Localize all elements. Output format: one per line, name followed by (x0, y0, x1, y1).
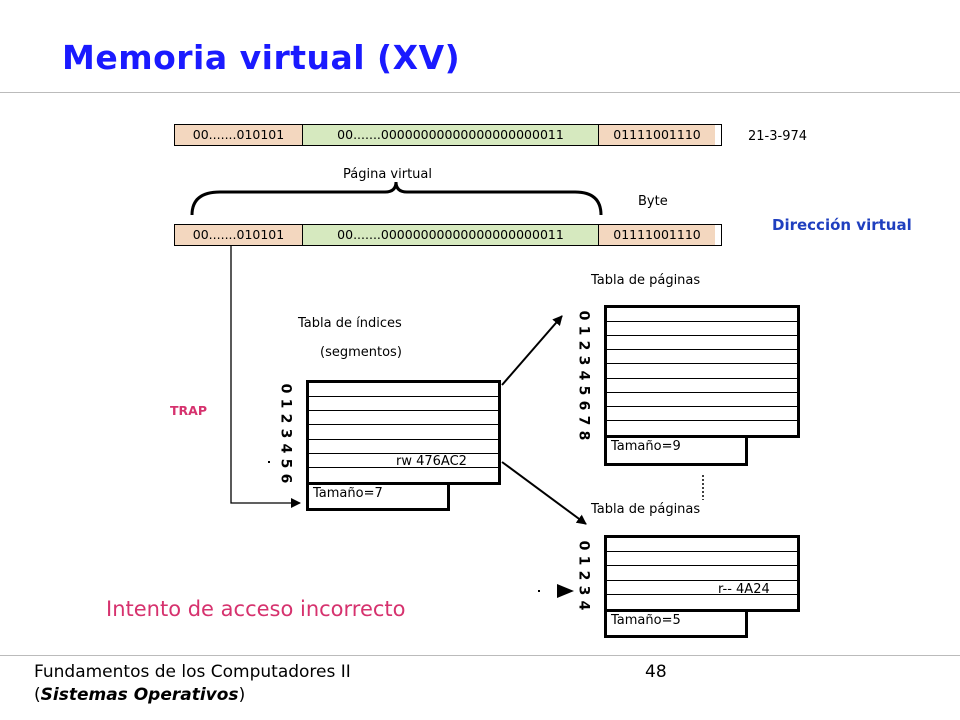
table-row (309, 383, 498, 398)
label-segmentos: (segmentos) (320, 345, 402, 360)
title-divider (0, 92, 960, 93)
table-row (309, 440, 498, 454)
label-direccion-virtual: Dirección virtual (772, 216, 912, 234)
pagina-virtual-brace (190, 181, 603, 216)
address-bottom-segment-field: 00.......010101 (175, 225, 303, 245)
page-table-top-size: Tamaño=9 (604, 438, 748, 466)
table-row (607, 581, 797, 595)
index-to-bottom-page-table-arrow (501, 461, 587, 525)
footer-course: Fundamentos de los Computadores II (34, 662, 351, 682)
index-to-top-page-table-arrow (501, 315, 563, 386)
table-row (607, 308, 797, 323)
page-table-bottom-entry: r-- 4A24 (718, 582, 770, 597)
page-table-bottom (604, 535, 800, 612)
footer-subtitle-wrapper: (Sistemas Operativos) (34, 685, 245, 705)
address-top: 00.......010101 00.......000000000000000… (174, 124, 722, 146)
index-table-size: Tamaño=7 (306, 485, 450, 511)
label-pagina-virtual: Página virtual (343, 167, 432, 182)
footer-paren-close: ) (238, 685, 246, 705)
table-row (607, 322, 797, 337)
table-row (309, 397, 498, 412)
table-row (607, 552, 797, 567)
label-intento-acceso: Intento de acceso incorrecto (106, 597, 406, 621)
footer-subtitle: Sistemas Operativos (40, 685, 239, 705)
label-byte: Byte (638, 194, 668, 209)
footer-divider (0, 655, 960, 656)
label-trap: TRAP (170, 403, 207, 418)
table-row (607, 336, 797, 351)
trap-arrow (230, 246, 301, 508)
page-table-bottom-size: Tamaño=5 (604, 612, 748, 638)
table-row (607, 379, 797, 393)
index-table (306, 380, 501, 485)
footer-paren-open: ( (34, 685, 41, 705)
label-tabla-indices: Tabla de índices (298, 316, 402, 331)
label-tabla-paginas-top: Tabla de páginas (591, 273, 701, 288)
index-table-entry: rw 476AC2 (396, 454, 467, 469)
bottom-pointer-arrow (557, 584, 574, 598)
address-bottom-offset-field: 01111001110 (599, 225, 715, 245)
table-row (607, 364, 797, 379)
page-table-top (604, 305, 800, 438)
table-row (309, 425, 498, 440)
address-annotation: 21-3-974 (748, 129, 808, 144)
address-bottom: 00.......010101 00.......000000000000000… (174, 224, 722, 246)
address-top-page-field: 00.......00000000000000000000011 (303, 125, 599, 145)
table-row (607, 538, 797, 553)
table-row (607, 407, 797, 421)
address-top-offset-field: 01111001110 (599, 125, 715, 145)
address-bottom-page-field: 00.......00000000000000000000011 (303, 225, 599, 245)
table-row (607, 350, 797, 365)
table-row (309, 411, 498, 426)
label-tabla-paginas-bottom: Tabla de páginas (591, 502, 701, 517)
footer-page-number: 48 (645, 662, 667, 682)
table-row (607, 566, 797, 581)
table-row (309, 454, 498, 468)
page-title: Memoria virtual (XV) (62, 38, 461, 77)
address-top-segment-field: 00.......010101 (175, 125, 303, 145)
table-row (607, 393, 797, 407)
